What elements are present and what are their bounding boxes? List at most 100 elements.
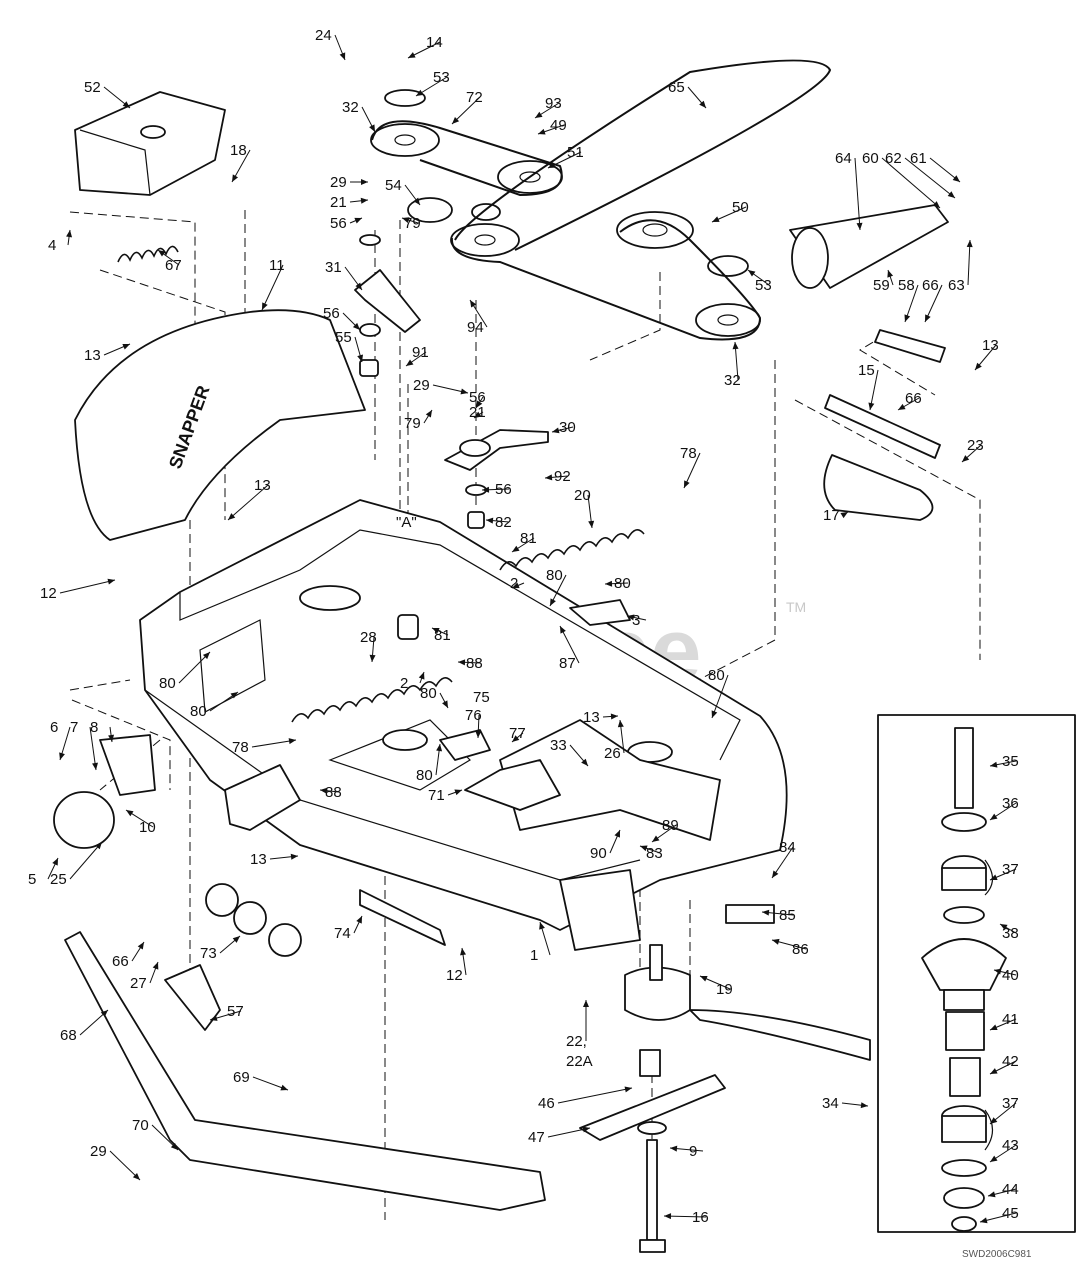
callout-c17: 17 xyxy=(823,507,849,524)
callout-leader xyxy=(547,1127,591,1138)
callout-c27: 27 xyxy=(130,961,159,992)
callout-c58: 58 xyxy=(898,277,919,323)
callout-c80g: 80 xyxy=(416,743,443,784)
callout-c4: 4 xyxy=(48,229,73,254)
callout-c37b: 37 xyxy=(989,1095,1019,1125)
callout-c16: 16 xyxy=(663,1209,709,1226)
callout-c22A: 22A xyxy=(566,1053,593,1070)
callout-arrowhead xyxy=(361,179,368,185)
callout-number: 81 xyxy=(434,627,451,644)
callout-number: 29 xyxy=(90,1143,107,1160)
callout-arrowhead xyxy=(652,835,660,842)
callout-arrowhead xyxy=(605,580,613,587)
callout-number: 19 xyxy=(716,981,733,998)
callout-arrowhead xyxy=(320,787,328,794)
callout-c93: 93 xyxy=(534,95,562,119)
callout-arrowhead xyxy=(582,1126,590,1133)
callout-number: 93 xyxy=(545,95,562,112)
callout-number: 77 xyxy=(509,725,526,742)
callout-arrowhead xyxy=(126,810,134,817)
callout-arrowhead xyxy=(122,343,130,350)
callout-number: 57 xyxy=(227,1003,244,1020)
callout-arrowhead xyxy=(408,52,416,58)
callout-c88a: 88 xyxy=(457,655,483,672)
callout-arrowhead xyxy=(980,1217,988,1224)
front-baffle xyxy=(64,889,775,1211)
callout-arrowhead xyxy=(772,870,779,878)
callout-c14: 14 xyxy=(407,34,443,59)
callout-arrowhead xyxy=(152,962,159,970)
callout-arrowhead xyxy=(545,474,553,481)
callout-cA2: "A" xyxy=(396,514,417,531)
callout-number: 21 xyxy=(330,194,347,211)
callout-arrowhead xyxy=(988,1191,996,1198)
callout-arrowhead xyxy=(356,916,362,924)
callout-arrowhead xyxy=(966,240,973,248)
callout-c85: 85 xyxy=(761,907,796,924)
callout-c80c: 80 xyxy=(159,651,211,692)
callout-number: 88 xyxy=(325,784,342,801)
callout-leader xyxy=(251,739,297,748)
callout-c80a: 80 xyxy=(546,567,567,607)
callout-arrowhead xyxy=(614,830,620,838)
callout-arrowhead xyxy=(990,874,998,881)
callout-arrowhead xyxy=(512,582,520,589)
callout-arrowhead xyxy=(840,512,848,519)
callout-c60: 60 xyxy=(862,150,941,209)
callout-arrowhead xyxy=(158,250,166,257)
callout-c19: 19 xyxy=(699,975,733,998)
callout-arrowhead xyxy=(132,1172,140,1180)
callout-arrowhead xyxy=(990,813,998,820)
callout-number: 17 xyxy=(823,507,840,524)
callout-c89: 89 xyxy=(651,817,679,843)
callout-arrowhead xyxy=(486,517,494,524)
callout-c71: 71 xyxy=(428,787,463,804)
callout-number: 79 xyxy=(404,215,421,232)
callout-leader xyxy=(261,264,284,311)
callout-arrowhead xyxy=(66,230,73,238)
callout-c31: 31 xyxy=(325,259,363,291)
callout-c28: 28 xyxy=(360,629,377,663)
callout-c92: 92 xyxy=(544,468,571,485)
callout-c81b: 81 xyxy=(431,627,451,644)
callout-arrowhead xyxy=(230,692,238,699)
callout-arrowhead xyxy=(548,162,556,168)
callout-number: 88 xyxy=(466,655,483,672)
callout-arrowhead xyxy=(413,197,420,205)
drive-belts xyxy=(371,59,832,341)
callout-number: 46 xyxy=(538,1095,555,1112)
callout-number: 35 xyxy=(1002,753,1019,770)
callout-number: 91 xyxy=(412,344,429,361)
callout-c54: 54 xyxy=(385,177,421,206)
callout-number: 5 xyxy=(28,871,36,888)
callout-number: 1 xyxy=(530,947,538,964)
callout-c61: 61 xyxy=(910,150,961,183)
callout-arrowhead xyxy=(904,314,911,322)
callout-c81a: 81 xyxy=(511,530,537,553)
callout-arrowhead xyxy=(588,520,595,528)
callout-number: 20 xyxy=(574,487,591,504)
callout-number: 69 xyxy=(233,1069,250,1086)
callout-c21b: 21 xyxy=(469,404,486,421)
callout-arrowhead xyxy=(699,100,706,108)
callout-arrowhead xyxy=(355,282,362,290)
callout-c82: 82 xyxy=(485,514,512,531)
callout-number: 73 xyxy=(200,945,217,962)
callout-number: 34 xyxy=(822,1095,839,1112)
callout-number: 58 xyxy=(898,277,915,294)
callout-number: 12 xyxy=(446,967,463,984)
callout-arrowhead xyxy=(550,598,556,606)
callout-number: 76 xyxy=(465,707,482,724)
callout-number: 31 xyxy=(325,259,342,276)
callout-c11: 11 xyxy=(261,257,285,311)
callout-arrowhead xyxy=(436,744,443,752)
callout-number: 24 xyxy=(315,27,332,44)
callout-c75: 75 xyxy=(473,689,490,706)
callout-number: 80 xyxy=(614,575,631,592)
callout-arrowhead xyxy=(402,217,410,223)
callout-arrowhead xyxy=(990,1155,998,1162)
callout-c5: 5 xyxy=(28,857,59,888)
callout-c53b: 53 xyxy=(747,269,772,294)
callout-c94: 94 xyxy=(467,299,488,336)
callout-number: 8 xyxy=(90,719,98,736)
